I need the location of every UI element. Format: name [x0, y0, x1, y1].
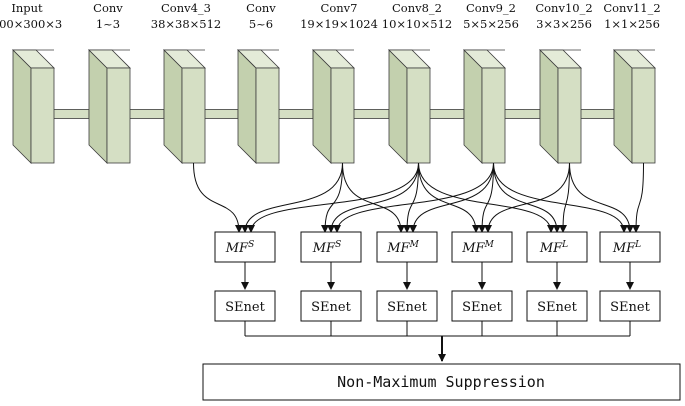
layer-name-2: Conv4_3: [161, 1, 211, 15]
fusion-link-3: [321, 162, 343, 233]
fusion-link-17: [632, 162, 644, 233]
fusion-link-2: [247, 162, 419, 233]
fusion-link-9: [418, 162, 480, 233]
layer-size-8: 1×1×256: [604, 17, 660, 31]
fusion-link-5: [333, 162, 494, 233]
layer-size-5: 10×10×512: [382, 17, 453, 31]
layer-name-3: Conv: [246, 1, 276, 15]
fusion-link-14: [559, 162, 570, 233]
layer-blocks: [12, 49, 656, 164]
layer-block-4: [312, 49, 355, 164]
svg-text:MFL: MFL: [612, 240, 641, 256]
connector-7: [578, 109, 615, 119]
svg-text:MFM: MFM: [386, 240, 419, 256]
senet-1-label: SEnet: [311, 300, 351, 315]
layer-block-2: [163, 49, 206, 164]
layer-size-1: 1~3: [96, 17, 120, 31]
layer-name-6: Conv9_2: [466, 1, 516, 15]
fusion-link-8: [409, 162, 494, 233]
svg-text:MFS: MFS: [225, 240, 255, 256]
fusion-module-0: MFS: [214, 231, 276, 263]
layer-name-1: Conv: [93, 1, 123, 15]
mf-to-senet-arrows: [241, 262, 634, 290]
layer-name-5: Conv8_2: [392, 1, 442, 15]
layer-size-4: 19×19×1024: [300, 17, 378, 31]
fusion-link-11: [484, 162, 570, 233]
connector-0: [51, 109, 90, 119]
layer-size-0: 300×300×3: [0, 17, 62, 31]
layer-block-1: [88, 49, 131, 164]
senet-3: SEnet: [451, 290, 513, 322]
fusion-link-15: [493, 162, 628, 233]
svg-text:MFS: MFS: [312, 240, 342, 256]
fusion-module-1: MFS: [300, 231, 362, 263]
fusion-module-4: MFL: [526, 231, 588, 263]
connector-3: [276, 109, 314, 119]
fusion-module-5-sup: L: [634, 240, 641, 250]
connector-6: [502, 109, 541, 119]
svg-text:MFM: MFM: [461, 240, 494, 256]
layer-block-3: [237, 49, 280, 164]
fusion-link-0: [193, 162, 243, 233]
layer-block-0: [12, 49, 55, 164]
fusion-link-1: [241, 162, 343, 233]
layer-block-7: [539, 49, 582, 164]
fusion-link-4: [327, 162, 419, 233]
senet-0: SEnet: [214, 290, 276, 322]
svg-text:MFL: MFL: [539, 240, 568, 256]
fusion-link-7: [403, 162, 419, 233]
fusion-module-2-sup: M: [409, 240, 420, 250]
senet-2: SEnet: [376, 290, 438, 322]
fusion-module-3-sup: M: [484, 240, 495, 250]
senet-2-label: SEnet: [387, 300, 427, 315]
fusion-module-4-base: MF: [539, 241, 563, 256]
layer-name-0: Input: [11, 1, 43, 15]
layer-labels: Input 300×300×3 Conv 1~3 Conv4_3 38×38×5…: [0, 1, 661, 31]
senet-collector: [244, 321, 631, 362]
layer-size-2: 38×38×512: [151, 17, 222, 31]
layer-block-8: [613, 49, 656, 164]
nms-label: Non-Maximum Suppression: [337, 373, 545, 391]
fusion-module-1-base: MF: [312, 241, 336, 256]
senet-3-label: SEnet: [462, 300, 502, 315]
layer-name-8: Conv11_2: [603, 1, 660, 15]
layer-name-4: Conv7: [321, 1, 358, 15]
fusion-module-4-sup: L: [561, 240, 568, 250]
fusion-link-6: [342, 162, 405, 233]
fusion-module-0-base: MF: [225, 241, 249, 256]
fusion-module-1-sup: S: [335, 240, 341, 250]
senet-0-label: SEnet: [225, 300, 265, 315]
senet-modules: SEnet SEnet SEnet SEnet SEnet SEnet: [214, 290, 661, 322]
fusion-module-5-base: MF: [612, 241, 636, 256]
connector-4: [351, 109, 390, 119]
fusion-module-3-base: MF: [461, 241, 485, 256]
connector-5: [427, 109, 465, 119]
nms-box: Non-Maximum Suppression: [202, 363, 681, 401]
connector-2: [202, 109, 239, 119]
layer-name-7: Conv10_2: [535, 1, 592, 15]
layer-block-6: [463, 49, 506, 164]
senet-5: SEnet: [599, 290, 661, 322]
fusion-curves: [193, 162, 644, 233]
fusion-module-2-base: MF: [386, 241, 410, 256]
fusion-link-13: [493, 162, 561, 233]
layer-size-6: 5×5×256: [463, 17, 519, 31]
senet-4: SEnet: [526, 290, 588, 322]
fusion-module-2: MFM: [376, 231, 438, 263]
senet-4-label: SEnet: [537, 300, 577, 315]
connector-1: [127, 109, 165, 119]
fusion-link-16: [569, 162, 634, 233]
fusion-module-3: MFM: [451, 231, 513, 263]
fusion-modules: MFS MFS MFM MFM MFL MFL: [214, 231, 661, 263]
fusion-module-5: MFL: [599, 231, 661, 263]
senet-1: SEnet: [300, 290, 362, 322]
layer-size-7: 3×3×256: [536, 17, 592, 31]
senet-5-label: SEnet: [610, 300, 650, 315]
fusion-module-0-sup: S: [248, 240, 254, 250]
layer-block-5: [388, 49, 431, 164]
layer-size-3: 5~6: [249, 17, 273, 31]
fusion-link-12: [418, 162, 555, 233]
